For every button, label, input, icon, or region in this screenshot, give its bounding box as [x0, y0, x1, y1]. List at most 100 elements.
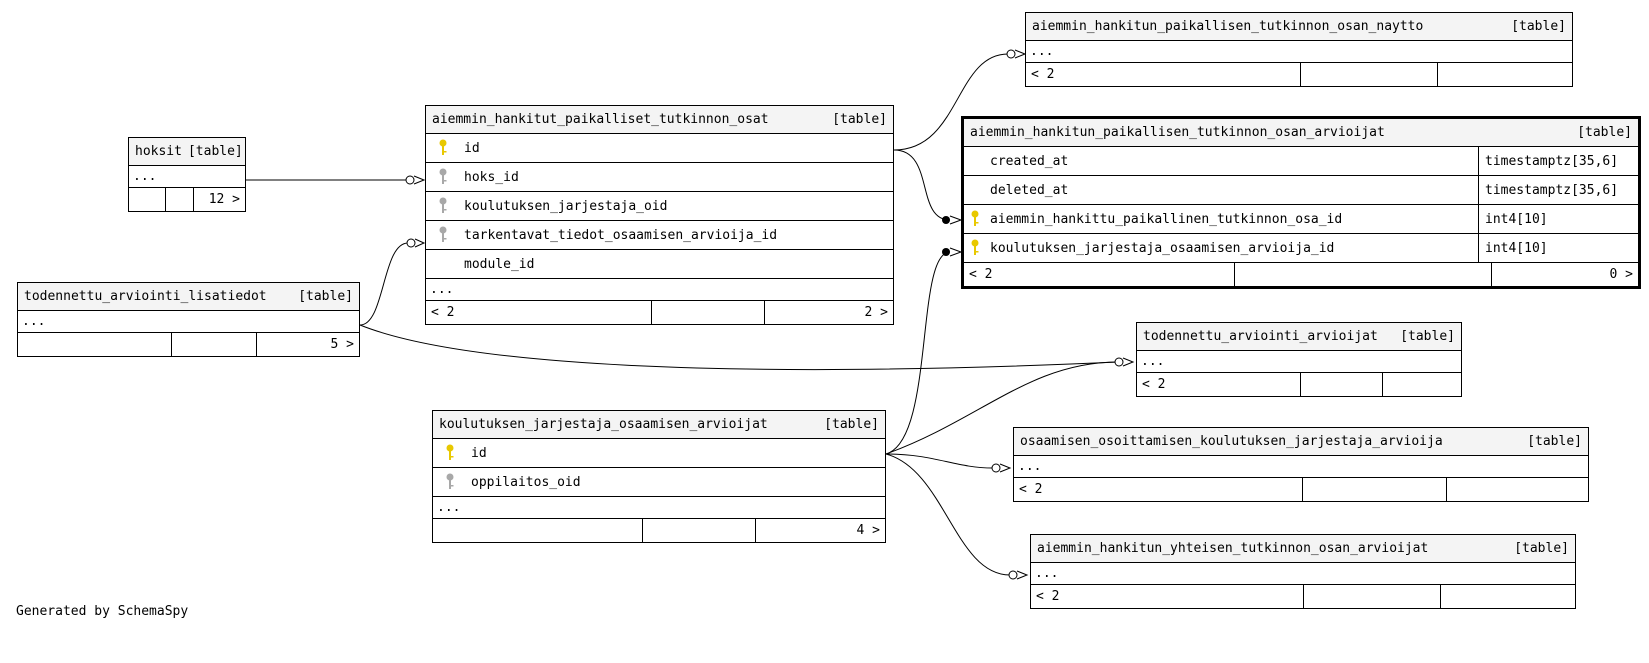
table-kind: [table] [1400, 329, 1455, 344]
footer-parents [18, 333, 171, 356]
parents-link[interactable]: < 2 [1031, 67, 1055, 82]
table-name: aiemmin_hankitun_paikallisen_tutkinnon_o… [1032, 19, 1424, 34]
children-link[interactable]: 0 > [1491, 263, 1638, 286]
children-link[interactable]: 2 > [764, 301, 893, 324]
column-row[interactable]: koulutuksen_jarjestaja_oid [426, 192, 893, 221]
column-name: module_id [464, 256, 535, 272]
primary-key-icon [964, 234, 986, 262]
column-type: timestamptz[35,6] [1478, 176, 1638, 204]
footer-rows [165, 188, 193, 211]
parents-link[interactable]: < 2 [1142, 377, 1166, 392]
no-key-spacer [426, 250, 460, 278]
table-todennettu-arviointi-lisatiedot[interactable]: todennettu_arviointi_lisatiedot [table] … [17, 282, 360, 357]
table-header: osaamisen_osoittamisen_koulutuksen_jarje… [1014, 428, 1588, 456]
column-name: created_at [990, 153, 1069, 169]
table-aiemmin-hankitun-paikallisen-tutkinnon-osan-arvioijat[interactable]: aiemmin_hankitun_paikallisen_tutkinnon_o… [961, 116, 1641, 289]
table-aiemmin-hankitun-paikallisen-tutkinnon-osan-naytto[interactable]: aiemmin_hankitun_paikallisen_tutkinnon_o… [1025, 12, 1573, 87]
table-aiemmin-hankitut-paikalliset-tutkinnon-osat[interactable]: aiemmin_hankitut_paikalliset_tutkinnon_o… [425, 105, 894, 325]
no-key-spacer [964, 176, 986, 204]
table-kind: [table] [1527, 434, 1582, 449]
table-kind: [table] [298, 289, 353, 304]
table-todennettu-arviointi-arvioijat[interactable]: todennettu_arviointi_arvioijat [table] .… [1136, 322, 1462, 397]
table-name: todennettu_arviointi_arvioijat [1143, 329, 1378, 344]
children-link[interactable]: 5 > [256, 333, 359, 356]
footer-rows [1303, 585, 1440, 608]
table-header: aiemmin_hankitun_yhteisen_tutkinnon_osan… [1031, 535, 1575, 563]
table-name: osaamisen_osoittamisen_koulutuksen_jarje… [1020, 434, 1443, 449]
table-footer: < 2 0 > [964, 263, 1638, 286]
table-kind: [table] [1514, 541, 1569, 556]
column-row[interactable]: hoks_id [426, 163, 893, 192]
generated-by-footer: Generated by SchemaSpy [16, 604, 189, 619]
column-name: hoks_id [464, 169, 519, 185]
foreign-key-icon [426, 192, 460, 220]
no-key-spacer [964, 147, 986, 175]
table-kind: [table] [187, 144, 243, 159]
table-footer: < 2 [1014, 478, 1588, 501]
table-kind: [table] [1511, 19, 1566, 34]
column-row[interactable]: tarkentavat_tiedot_osaamisen_arvioija_id [426, 221, 893, 250]
table-name: aiemmin_hankitun_yhteisen_tutkinnon_osan… [1037, 541, 1429, 556]
footer-rows [642, 519, 755, 542]
column-row[interactable]: koulutuksen_jarjestaja_osaamisen_arvioij… [964, 234, 1638, 263]
column-name: tarkentavat_tiedot_osaamisen_arvioija_id [464, 227, 778, 243]
foreign-key-icon [426, 163, 460, 191]
table-footer: 5 > [18, 333, 359, 356]
column-row[interactable]: aiemmin_hankittu_paikallinen_tutkinnon_o… [964, 205, 1638, 234]
table-name: koulutuksen_jarjestaja_osaamisen_arvioij… [439, 417, 768, 432]
more-columns: ... [1137, 351, 1461, 373]
table-hoksit[interactable]: hoksit [table] ... 12 > [128, 137, 246, 212]
table-osaamisen-osoittamisen-koulutuksen-jarjestaja-arvioija[interactable]: osaamisen_osoittamisen_koulutuksen_jarje… [1013, 427, 1589, 502]
footer-rows [651, 301, 764, 324]
table-header: koulutuksen_jarjestaja_osaamisen_arvioij… [433, 411, 885, 439]
more-columns: ... [1026, 41, 1572, 63]
table-aiemmin-hankitun-yhteisen-tutkinnon-osan-arvioijat[interactable]: aiemmin_hankitun_yhteisen_tutkinnon_osan… [1030, 534, 1576, 609]
column-row[interactable]: id [426, 134, 893, 163]
table-footer: < 2 [1031, 585, 1575, 608]
table-footer: < 2 [1137, 373, 1461, 396]
more-columns: ... [1031, 563, 1575, 585]
table-header: aiemmin_hankitut_paikalliset_tutkinnon_o… [426, 106, 893, 134]
primary-key-icon [426, 134, 460, 162]
table-footer: 4 > [433, 519, 885, 542]
footer-rows [1234, 263, 1491, 286]
column-name: koulutuksen_jarjestaja_oid [464, 198, 668, 214]
table-kind: [table] [824, 417, 879, 432]
footer-children [1437, 63, 1572, 86]
children-link[interactable]: 12 > [193, 188, 245, 211]
footer-rows [1300, 63, 1437, 86]
table-name: hoksit [135, 144, 182, 159]
footer-children [1440, 585, 1575, 608]
footer-rows [1302, 478, 1446, 501]
column-type: timestamptz[35,6] [1478, 147, 1638, 175]
column-row[interactable]: deleted_at timestamptz[35,6] [964, 176, 1638, 205]
table-name: aiemmin_hankitun_paikallisen_tutkinnon_o… [970, 125, 1385, 140]
table-footer: < 2 [1026, 63, 1572, 86]
parents-link[interactable]: < 2 [1036, 589, 1060, 604]
children-link[interactable]: 4 > [755, 519, 885, 542]
table-header: aiemmin_hankitun_paikallisen_tutkinnon_o… [964, 119, 1638, 147]
table-header: aiemmin_hankitun_paikallisen_tutkinnon_o… [1026, 13, 1572, 41]
table-footer: < 2 2 > [426, 301, 893, 324]
table-name: aiemmin_hankitut_paikalliset_tutkinnon_o… [432, 112, 769, 127]
column-type: int4[10] [1478, 234, 1638, 262]
column-row[interactable]: oppilaitos_oid [433, 468, 885, 497]
more-columns: ... [129, 166, 245, 188]
footer-parents [433, 519, 642, 542]
more-columns: ... [1014, 456, 1588, 478]
column-name: deleted_at [990, 182, 1069, 198]
table-header: hoksit [table] [129, 138, 245, 166]
table-kind: [table] [832, 112, 887, 127]
parents-link[interactable]: < 2 [969, 267, 993, 282]
column-name: aiemmin_hankittu_paikallinen_tutkinnon_o… [990, 211, 1343, 227]
table-koulutuksen-jarjestaja-osaamisen-arvioijat[interactable]: koulutuksen_jarjestaja_osaamisen_arvioij… [432, 410, 886, 543]
parents-link[interactable]: < 2 [431, 305, 455, 320]
table-header: todennettu_arviointi_lisatiedot [table] [18, 283, 359, 311]
parents-link[interactable]: < 2 [1019, 482, 1043, 497]
column-row[interactable]: created_at timestamptz[35,6] [964, 147, 1638, 176]
column-row[interactable]: id [433, 439, 885, 468]
table-name: todennettu_arviointi_lisatiedot [24, 289, 267, 304]
column-row[interactable]: module_id [426, 250, 893, 279]
table-kind: [table] [1577, 125, 1632, 140]
footer-children [1382, 373, 1461, 396]
